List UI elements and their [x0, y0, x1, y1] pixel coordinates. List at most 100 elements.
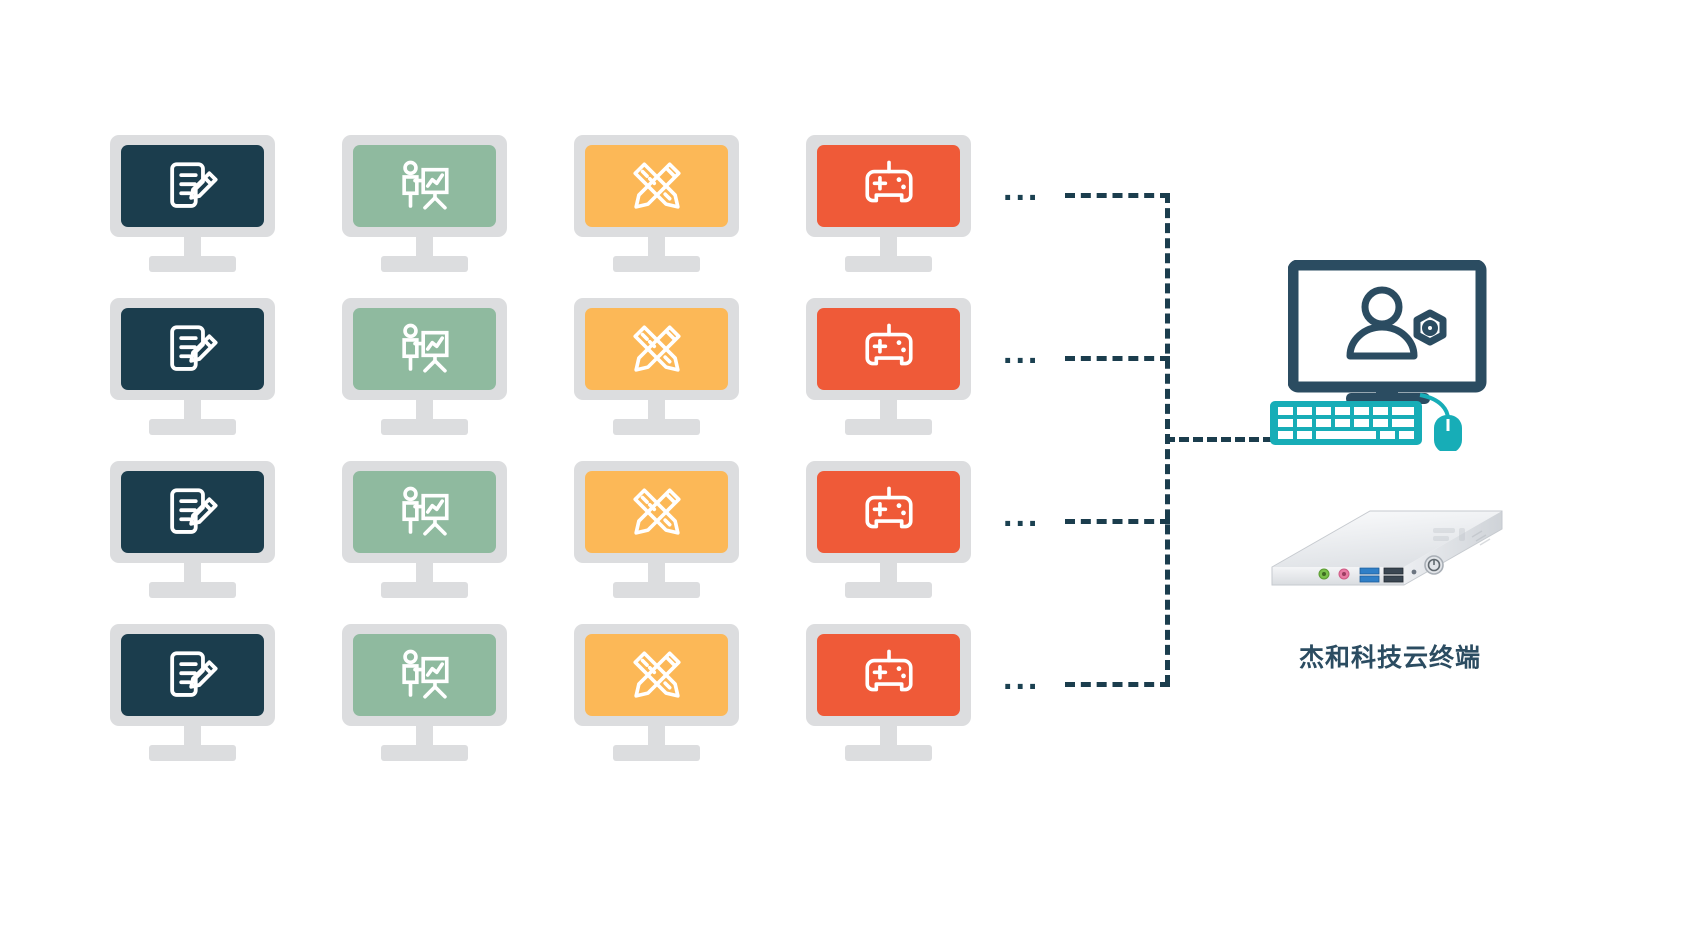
pencil-ruler-icon [632, 325, 681, 372]
monitor-bezel [110, 624, 275, 726]
monitor-bezel [574, 624, 739, 726]
monitor-screen [353, 145, 496, 227]
monitor-bezel [342, 135, 507, 237]
ellipsis-row-2: ... [1003, 333, 1041, 371]
monitor-bezel [574, 135, 739, 237]
monitor [806, 624, 971, 764]
terminal-caption: 杰和科技云终端 [1298, 643, 1481, 672]
monitor-bezel [574, 461, 739, 563]
monitor-bezel [110, 135, 275, 237]
client-monitor-document[interactable] [110, 461, 275, 601]
monitor-neck [648, 237, 665, 259]
monitor [574, 624, 739, 764]
monitor-neck [880, 400, 897, 422]
monitor [342, 624, 507, 764]
ellipsis-row-3: ... [1003, 496, 1041, 534]
monitor-neck [416, 237, 433, 259]
monitor-screen [585, 145, 728, 227]
gamepad-icon [864, 323, 913, 366]
ellipsis-row-4: ... [1003, 659, 1041, 697]
connection-branch-row-4 [1065, 682, 1170, 687]
client-monitor-document[interactable] [110, 298, 275, 438]
mini-pc-icon [1271, 510, 1503, 586]
monitor-screen [585, 634, 728, 716]
connection-trunk-to-terminal [1165, 437, 1273, 442]
client-monitor-gaming[interactable] [806, 624, 971, 764]
monitor-bezel [806, 298, 971, 400]
monitor-screen [585, 308, 728, 390]
monitor-base [845, 582, 932, 598]
monitor [574, 298, 739, 438]
client-monitor-document[interactable] [110, 135, 275, 275]
client-monitor-design[interactable] [574, 298, 739, 438]
monitor-neck [880, 726, 897, 748]
document-edit-icon [169, 325, 218, 371]
monitor-screen [817, 634, 960, 716]
gamepad-icon [864, 486, 913, 529]
presentation-chart-icon [401, 649, 449, 699]
client-monitor-design[interactable] [574, 624, 739, 764]
monitor-screen [817, 471, 960, 553]
monitor-screen [585, 471, 728, 553]
monitor-base [381, 419, 468, 435]
monitor [342, 461, 507, 601]
cloud-terminal-workstation[interactable] [1270, 250, 1530, 480]
client-monitor-document[interactable] [110, 624, 275, 764]
client-monitor-gaming[interactable] [806, 135, 971, 275]
client-monitor-gaming[interactable] [806, 298, 971, 438]
monitor-base [613, 256, 700, 272]
mini-pc-device[interactable] [1258, 495, 1508, 620]
monitor-neck [416, 726, 433, 748]
monitor [342, 298, 507, 438]
monitor-base [149, 582, 236, 598]
client-monitor-presentation[interactable] [342, 624, 507, 764]
monitor-bezel [342, 624, 507, 726]
monitor-screen [353, 308, 496, 390]
monitor-base [381, 745, 468, 761]
monitor-bezel [806, 135, 971, 237]
monitor-neck [648, 726, 665, 748]
connection-branch-row-1 [1065, 193, 1170, 198]
monitor-bezel [342, 461, 507, 563]
monitor [574, 135, 739, 275]
monitor [806, 298, 971, 438]
document-edit-icon [169, 162, 218, 208]
presentation-chart-icon [401, 160, 449, 210]
client-monitor-presentation[interactable] [342, 461, 507, 601]
monitor-base [613, 745, 700, 761]
monitor-screen [121, 145, 264, 227]
monitor-bezel [110, 461, 275, 563]
monitor [110, 135, 275, 275]
client-monitor-presentation[interactable] [342, 135, 507, 275]
monitor-neck [416, 563, 433, 585]
monitor-base [381, 256, 468, 272]
client-monitor-design[interactable] [574, 461, 739, 601]
monitor-bezel [574, 298, 739, 400]
monitor [342, 135, 507, 275]
monitor [806, 461, 971, 601]
gamepad-icon [864, 160, 913, 203]
client-monitor-presentation[interactable] [342, 298, 507, 438]
connection-branch-row-3 [1065, 519, 1170, 524]
monitor-base [845, 256, 932, 272]
presentation-chart-icon [401, 323, 449, 373]
monitor-screen [353, 471, 496, 553]
monitor-base [149, 256, 236, 272]
monitor [806, 135, 971, 275]
client-monitor-design[interactable] [574, 135, 739, 275]
monitor-neck [184, 563, 201, 585]
pencil-ruler-icon [632, 651, 681, 698]
monitor-screen [817, 308, 960, 390]
monitor [110, 298, 275, 438]
client-monitor-gaming[interactable] [806, 461, 971, 601]
monitor-bezel [806, 624, 971, 726]
monitor-base [381, 582, 468, 598]
terminal-input-devices [1270, 393, 1475, 456]
monitor-neck [880, 237, 897, 259]
monitor-neck [648, 400, 665, 422]
user-settings-monitor-icon [1287, 259, 1487, 404]
monitor-base [613, 419, 700, 435]
front-ports [1318, 555, 1444, 583]
presentation-chart-icon [401, 486, 449, 536]
